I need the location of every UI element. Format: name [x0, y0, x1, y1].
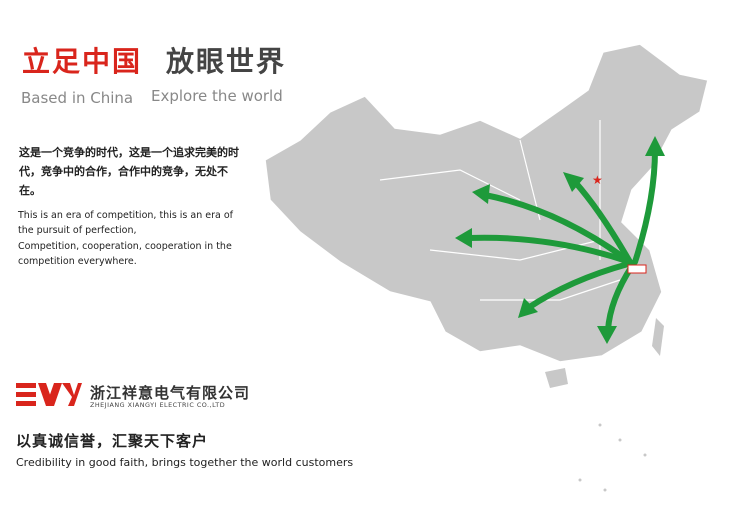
intro-cn: 这是一个竞争的时代，这是一个追求完美的时代，竞争中的合作，合作中的竞争，无处不在…	[19, 146, 239, 197]
company-name-en: ZHEJIANG XIANGYI ELECTRIC CO.,LTD	[90, 401, 226, 409]
company-logo	[16, 383, 82, 406]
company-name-cn: 浙江祥意电气有限公司	[90, 384, 251, 402]
headline-en-left: Based in China	[21, 89, 134, 107]
intro-en-line: the pursuit of perfection,	[18, 225, 137, 237]
south-sea-islands	[578, 423, 647, 492]
intro-en-line: competition everywhere.	[18, 255, 137, 267]
beijing-star-icon: ★	[592, 173, 603, 187]
headline-cn-dark: 放眼世界	[166, 45, 287, 78]
intro-en-line: Competition, cooperation, cooperation in…	[18, 240, 232, 252]
slogan-cn: 以真诚信誉，汇聚天下客户	[16, 432, 209, 450]
taiwan-island	[652, 318, 664, 356]
headline-cn-red: 立足中国	[22, 45, 143, 78]
intro-en-line: This is an era of competition, this is a…	[18, 210, 234, 221]
slogan-en: Credibility in good faith, brings togeth…	[16, 456, 354, 469]
arrow-heads	[455, 136, 665, 344]
company-marker-icon	[627, 264, 647, 274]
headline-en-right: Explore the world	[151, 87, 283, 105]
china-mainland	[264, 43, 709, 363]
intro-en: This is an era of competition, this is a…	[18, 208, 248, 269]
hainan-island	[545, 368, 568, 388]
